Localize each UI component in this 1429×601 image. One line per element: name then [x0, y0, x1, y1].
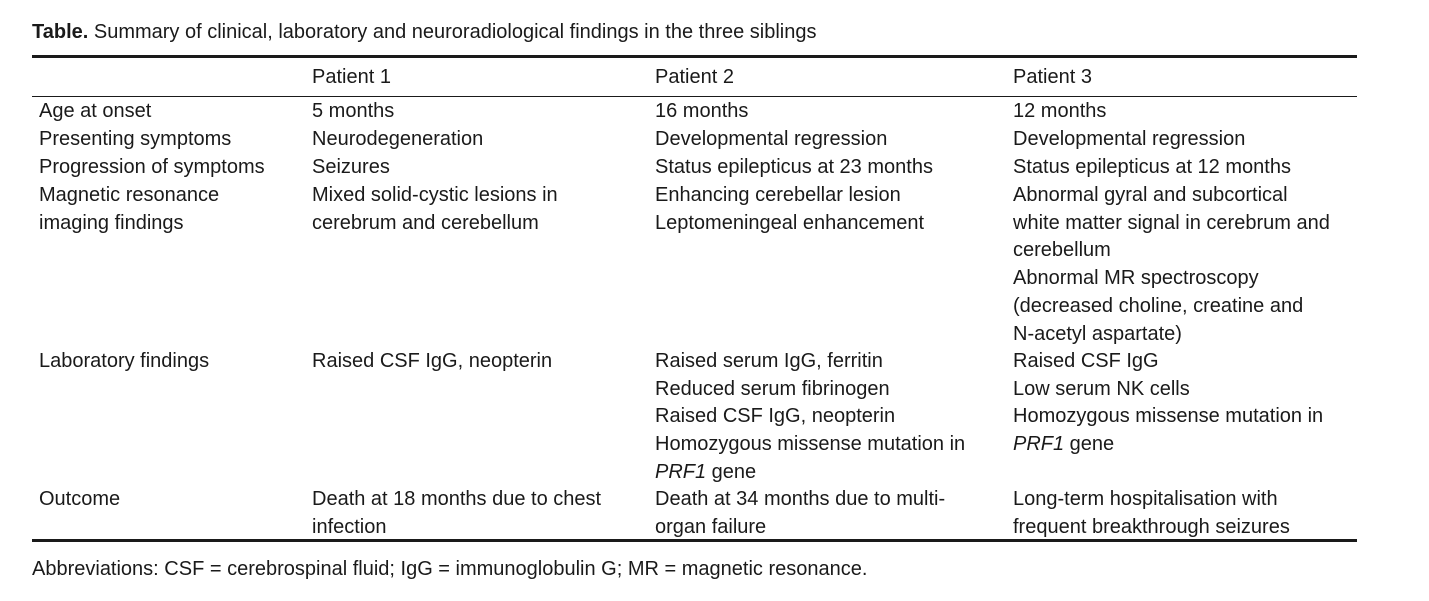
table-header-rule	[32, 96, 1357, 97]
row-label: Outcome	[39, 486, 299, 514]
table-top-rule	[32, 55, 1357, 58]
cell-line: PRF1 gene	[1013, 433, 1115, 456]
cell-line: 5 months	[312, 100, 395, 122]
table-cell: Seizures	[312, 154, 642, 182]
cell-line: Mixed solid-cystic lesions in	[312, 184, 558, 206]
cell-line: Death at 34 months due to multi-	[655, 488, 946, 510]
table-cell: Developmental regression	[655, 126, 1000, 154]
cell-line: Raised serum IgG, ferritin	[655, 350, 883, 372]
table-caption: Table. Summary of clinical, laboratory a…	[32, 19, 816, 45]
cell-line: cerebellum	[1013, 239, 1111, 262]
cell-line: Magnetic resonance	[39, 184, 220, 206]
cell-line: Leptomeningeal enhancement	[655, 211, 925, 234]
column-header-patient-3: Patient 3	[1013, 66, 1092, 88]
cell-line: Developmental regression	[655, 128, 888, 150]
cell-line: Abnormal MR spectroscopy	[1013, 267, 1259, 290]
table-cell: 12 months	[1013, 98, 1358, 126]
table-cell: Neurodegeneration	[312, 126, 642, 154]
cell-line: Progression of symptoms	[39, 156, 265, 178]
cell-line: frequent breakthrough seizures	[1013, 515, 1290, 538]
column-header-patient-1: Patient 1	[312, 66, 391, 88]
row-label: Magnetic resonance imaging findings	[39, 182, 299, 237]
table-cell: Long-term hospitalisation with frequent b…	[1013, 486, 1358, 541]
cell-line: Presenting symptoms	[39, 128, 232, 150]
cell-line: Outcome	[39, 488, 121, 510]
cell-line: N-acetyl aspartate)	[1013, 322, 1182, 345]
table-cell: Death at 18 months due to chest infection	[312, 486, 642, 541]
cell-line: Homozygous missense mutation in	[1013, 405, 1324, 428]
table-caption-label: Table.	[32, 21, 89, 43]
cell-line: Reduced serum fibrinogen	[655, 377, 890, 400]
cell-line: Homozygous missense mutation in	[655, 433, 966, 456]
table-cell: Mixed solid-cystic lesions in cerebrum an…	[312, 182, 642, 237]
table-caption-text: Summary of clinical, laboratory and neur…	[88, 21, 817, 43]
cell-line: Raised CSF IgG, neopterin	[312, 350, 553, 372]
cell-line: imaging findings	[39, 211, 184, 234]
cell-line: Neurodegeneration	[312, 128, 484, 150]
cell-line: Death at 18 months due to chest	[312, 488, 602, 510]
table-cell: Raised CSF IgG, neopterin	[312, 348, 642, 376]
cell-line: Age at onset	[39, 100, 152, 122]
cell-line: infection	[312, 515, 387, 538]
cell-line: 12 months	[1013, 100, 1107, 122]
cell-line: Long-term hospitalisation with	[1013, 488, 1278, 510]
cell-line: Enhancing cerebellar lesion	[655, 184, 901, 206]
table-bottom-rule	[32, 539, 1357, 542]
table-cell: Death at 34 months due to multi-organ fa…	[655, 486, 1000, 541]
table-footnote: Abbreviations: CSF = cerebrospinal fluid…	[32, 558, 868, 580]
cell-line: Raised CSF IgG, neopterin	[655, 405, 896, 428]
cell-line: Low serum NK cells	[1013, 377, 1190, 400]
table-cell: Status epilepticus at 12 months	[1013, 154, 1358, 182]
cell-line: (decreased choline, creatine and	[1013, 294, 1304, 317]
row-label: Age at onset	[39, 98, 299, 126]
cell-line: Seizures	[312, 156, 390, 178]
table-cell: Developmental regression	[1013, 126, 1358, 154]
row-label: Progression of symptoms	[39, 154, 299, 182]
cell-line: 16 months	[655, 100, 749, 122]
cell-line: PRF1 gene	[655, 460, 757, 483]
cell-line: Developmental regression	[1013, 128, 1246, 150]
row-label: Laboratory findings	[39, 348, 299, 376]
table-cell: 5 months	[312, 98, 642, 126]
column-header-patient-2: Patient 2	[655, 66, 734, 88]
cell-line: Raised CSF IgG	[1013, 350, 1159, 372]
cell-line: organ failure	[655, 515, 767, 538]
cell-line: Abnormal gyral and subcortical	[1013, 184, 1288, 206]
row-label: Presenting symptoms	[39, 126, 299, 154]
cell-line: Status epilepticus at 23 months	[655, 156, 933, 178]
table-cell: 16 months	[655, 98, 1000, 126]
cell-line: white matter signal in cerebrum and	[1013, 211, 1330, 234]
table-cell: Status epilepticus at 23 months	[655, 154, 1000, 182]
table-cell: Abnormal gyral and subcortical white matt…	[1013, 182, 1358, 348]
cell-line: Laboratory findings	[39, 350, 210, 372]
cell-line: Status epilepticus at 12 months	[1013, 156, 1291, 178]
cell-line: cerebrum and cerebellum	[312, 211, 539, 234]
